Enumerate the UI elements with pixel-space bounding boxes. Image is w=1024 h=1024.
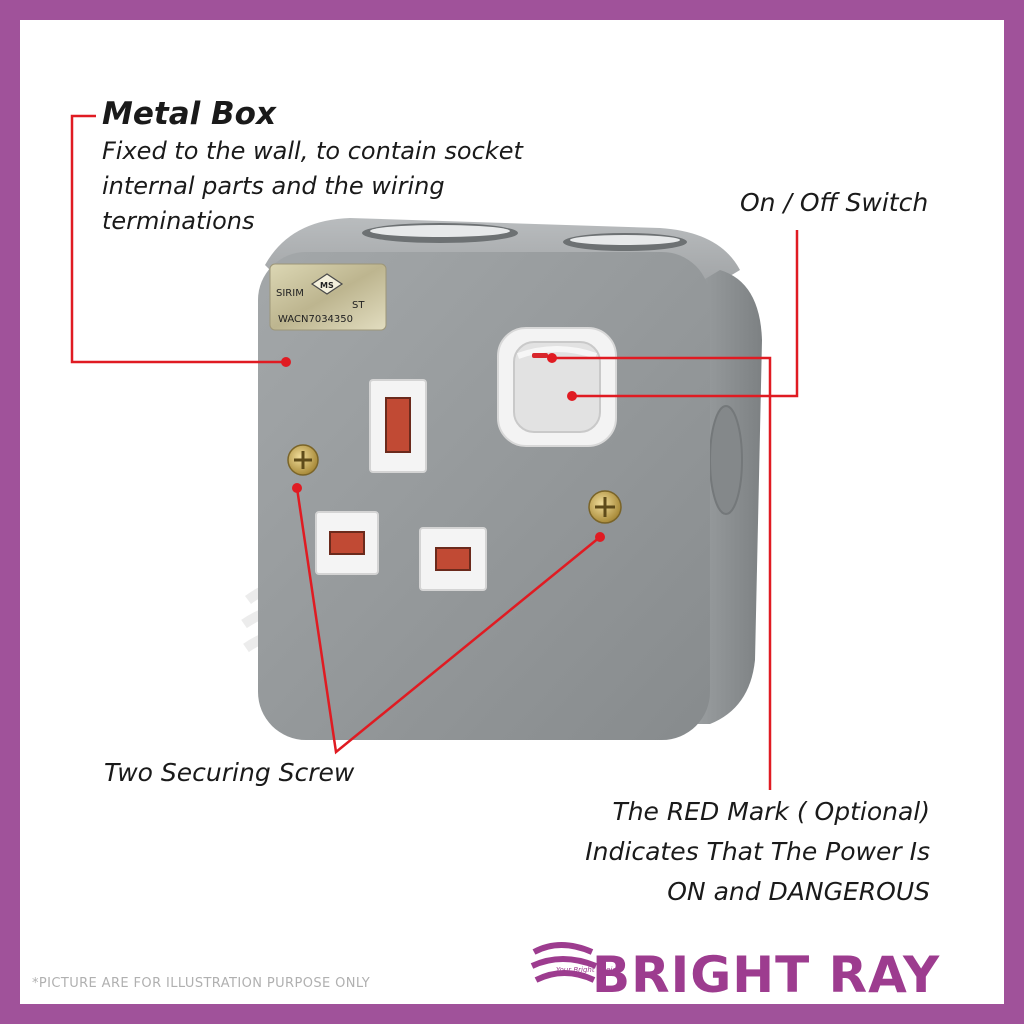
red-mark-indicator	[532, 353, 548, 358]
live-pin-socket	[419, 527, 487, 591]
plate-code: WACN7034350	[278, 314, 353, 325]
brand-wordmark: BRIGHT RAY	[592, 946, 941, 1004]
brand-tagline: Your Bright Choice	[556, 966, 621, 974]
illustration-disclaimer: *PICTURE ARE FOR ILLUSTRATION PURPOSE ON…	[32, 976, 371, 991]
red-mark-line-1: The RED Mark ( Optional)	[612, 797, 930, 826]
earth-pin-socket	[369, 379, 427, 473]
knockout-side	[709, 405, 743, 515]
leader-lines	[70, 114, 799, 790]
plate-logo-text: MS	[320, 281, 334, 290]
screw-callout: Two Securing Screw	[104, 758, 355, 787]
brand-logo-icon	[530, 942, 598, 983]
neutral-pin-socket	[315, 511, 379, 575]
plate-text-left: SIRIM	[276, 288, 304, 299]
leader-dots	[281, 353, 605, 542]
metal-box-description: Fixed to the wall, to contain socket int…	[102, 137, 523, 236]
red-mark-line-3: ON and DANGEROUS	[667, 877, 930, 906]
brand-area	[490, 916, 1004, 1004]
sirim-label-plate	[269, 263, 387, 331]
plate-text-right: ST	[352, 300, 365, 311]
securing-screw-right	[588, 490, 622, 524]
product-canvas: SIRIM MS ST WACN7034350 Metal Box Fixed …	[20, 20, 1004, 1004]
switch-callout: On / Off Switch	[740, 188, 929, 217]
rocker-switch[interactable]	[513, 341, 601, 433]
red-mark-line-2: Indicates That The Power Is	[585, 837, 930, 866]
red-mark-callout: The RED Mark ( Optional) Indicates That …	[510, 792, 930, 912]
socket-illustration: SIRIM MS ST WACN7034350	[70, 114, 799, 790]
securing-screw-left	[287, 444, 319, 476]
metal-box-title: Metal Box	[102, 96, 276, 132]
